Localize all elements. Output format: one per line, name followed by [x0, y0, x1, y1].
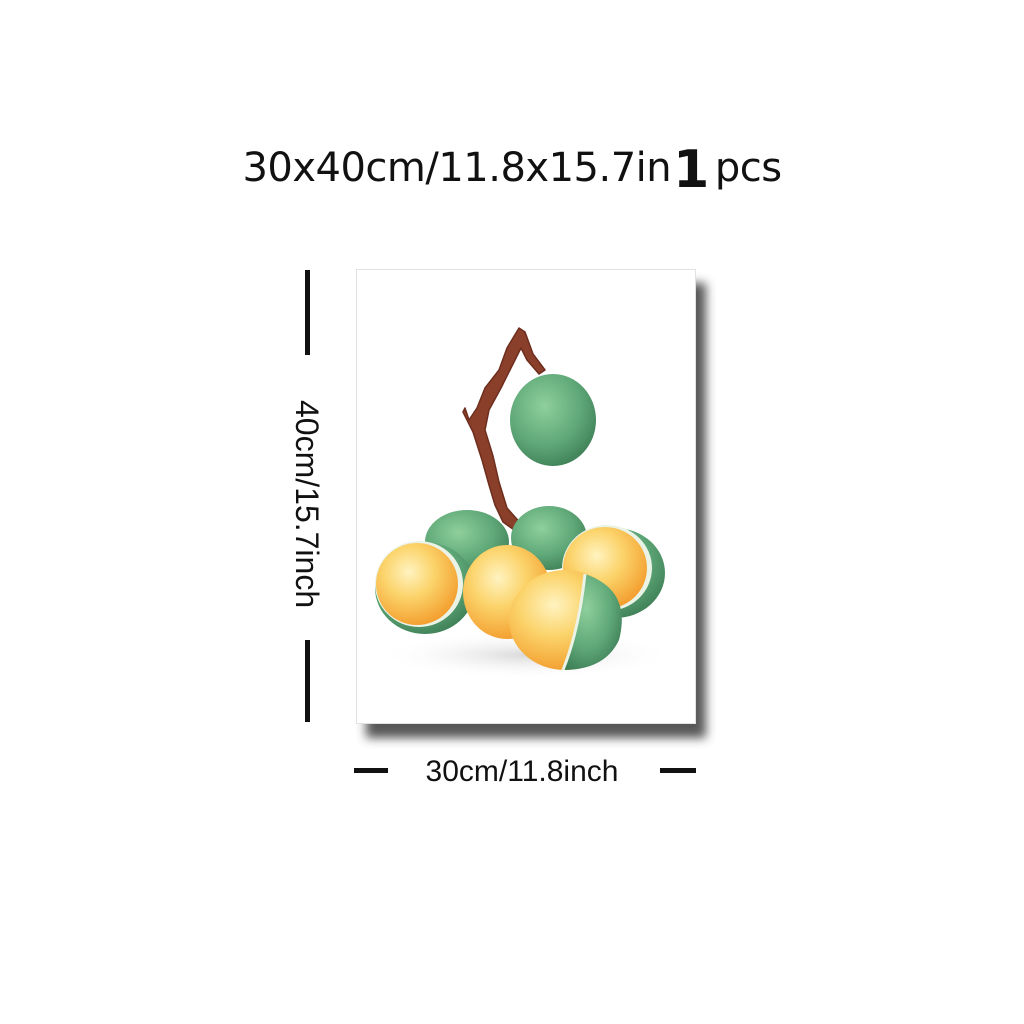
height-dimension-top-bar	[305, 270, 310, 355]
width-dimension-right-bar	[660, 768, 696, 773]
width-dimension-label: 30cm/11.8inch	[425, 755, 619, 788]
canvas-print	[356, 269, 696, 724]
fruit-painting-artwork	[375, 327, 677, 679]
quantity-number: 1	[673, 140, 709, 200]
width-dimension-left-bar	[354, 768, 388, 773]
height-dimension-label: 40cm/15.7inch	[289, 400, 325, 609]
size-text: 30x40cm/11.8x15.7in	[242, 145, 672, 191]
quantity-unit: pcs	[714, 145, 782, 191]
height-dimension-bottom-bar	[305, 640, 310, 722]
